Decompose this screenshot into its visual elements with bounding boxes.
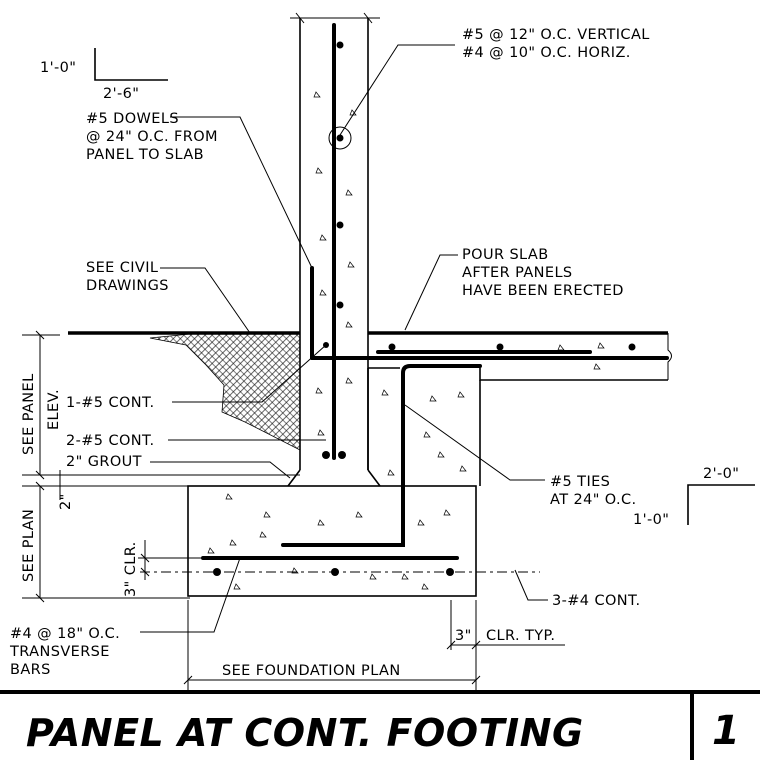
tie-bar: [281, 364, 482, 547]
note-pour-line3: HAVE BEEN ERECTED: [462, 283, 624, 299]
detail-title: PANEL AT CONT. FOOTING: [26, 711, 584, 755]
note-wall-rebar-horizontal: #4 @ 10" O.C. HORIZ.: [462, 45, 631, 61]
dimension-lines-left: [22, 330, 300, 603]
dimension-lines-bottom: [183, 600, 565, 690]
see-plan-dim-label: SEE PLAN: [21, 509, 37, 582]
concrete-aggregate: [207, 91, 605, 590]
note-dowels-line2: @ 24" O.C. FROM: [86, 129, 218, 145]
slab-rebar-dots: [388, 343, 636, 351]
note-one-cont: 1-#5 CONT.: [66, 395, 155, 411]
earth-hatch: [149, 332, 301, 451]
note-transverse-line1: #4 @ 18" O.C.: [10, 626, 120, 642]
note-dowels-line3: PANEL TO SLAB: [86, 147, 204, 163]
see-panel-dim-label: SEE PANEL: [21, 373, 37, 455]
note-grout: 2" GROUT: [66, 454, 142, 470]
note-transverse-line3: BARS: [10, 662, 51, 678]
continuous-footing: [187, 485, 477, 597]
note-civil-line1: SEE CIVIL: [86, 260, 158, 276]
slope-run-label: 2'-6": [103, 86, 139, 102]
note-clear-typ: CLR. TYP.: [486, 628, 555, 644]
note-civil-line2: DRAWINGS: [86, 278, 169, 294]
note-pour-line2: AFTER PANELS: [462, 265, 573, 281]
two-inch-dim-label: 2": [58, 493, 74, 510]
three-inch-clr-label: 3" CLR.: [123, 541, 139, 597]
note-wall-rebar-vertical: #5 @ 12" O.C. VERTICAL: [462, 27, 650, 43]
note-ties-line1: #5 TIES: [550, 474, 610, 490]
note-pour-line1: POUR SLAB: [462, 247, 549, 263]
slope-symbol-right: 2'-0" 1'-0": [633, 466, 755, 528]
note-two-cont: 2-#5 CONT.: [66, 433, 155, 449]
thickened-slab-edge: [367, 368, 481, 486]
slope-rise-label: 1'-0": [40, 60, 76, 76]
leader-lines: [140, 44, 548, 633]
note-transverse-line2: TRANSVERSE: [9, 644, 110, 660]
slope-rise-label: 1'-0": [633, 512, 669, 528]
detail-number: 1: [712, 708, 740, 754]
grout-wedge: [287, 469, 381, 487]
note-see-foundation-plan: SEE FOUNDATION PLAN: [222, 663, 401, 679]
note-clear-dim: 3": [455, 628, 472, 644]
note-bottom-bars: 3-#4 CONT.: [552, 593, 641, 609]
note-ties-line2: AT 24" O.C.: [550, 492, 637, 508]
elev-dim-label: ELEV.: [46, 389, 62, 430]
slope-run-label: 2'-0": [703, 466, 739, 482]
wall-horizontal-bars: [322, 41, 352, 459]
slope-symbol-top-left: 1'-0" 2'-6": [40, 48, 168, 102]
note-dowels-line1: #5 DOWELS: [86, 111, 179, 127]
